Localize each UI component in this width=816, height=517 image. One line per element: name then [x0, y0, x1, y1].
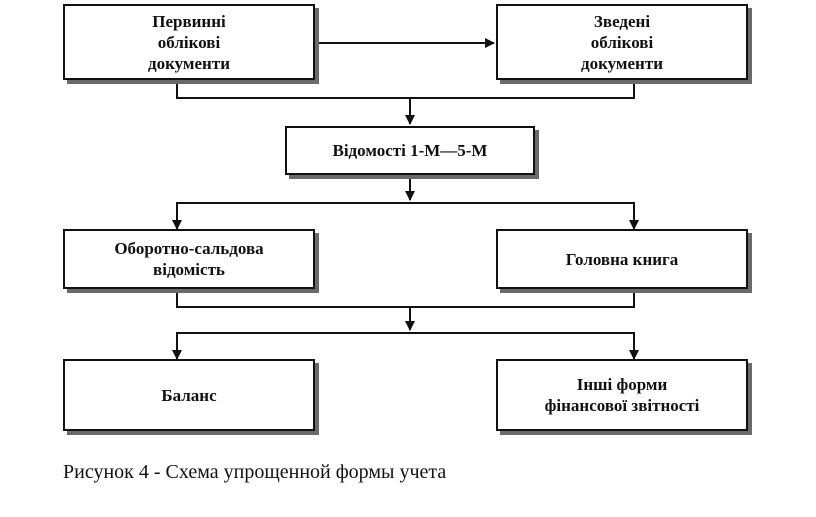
node-label-line: відомість [153, 260, 225, 279]
node-label-line: документи [148, 53, 230, 73]
connector-statements-split [176, 202, 635, 229]
node-label-line: Зведені [593, 11, 651, 31]
node-statements: Відомості 1-М—5-М [285, 126, 535, 175]
node-label-line: Інші форми [576, 375, 668, 394]
node-label-line: документи [581, 53, 663, 73]
node-label-line: Оборотно-сальдова [114, 239, 264, 258]
node-label-line: Головна книга [565, 249, 679, 269]
node-label-line: облікові [157, 32, 221, 52]
node-summary-documents: Зведені облікові документи [496, 4, 748, 80]
connector-bottom-split [176, 332, 635, 359]
node-label-line: фінансової звітності [544, 396, 700, 415]
node-label-line: Баланс [161, 385, 217, 405]
node-other-financial-forms: Інші форми фінансової звітності [496, 359, 748, 431]
node-turnover-balance: Оборотно-сальдова відомість [63, 229, 315, 289]
connector-middle-merge [176, 289, 635, 308]
node-balance: Баланс [63, 359, 315, 431]
node-label-line: Первинні [152, 11, 226, 31]
node-label-line: Відомості 1-М—5-М [332, 141, 488, 160]
figure-caption: Рисунок 4 - Схема упрощенной формы учета [63, 461, 447, 483]
node-general-ledger: Головна книга [496, 229, 748, 289]
connector-docs-merge [176, 80, 635, 99]
node-primary-documents: Первинні облікові документи [63, 4, 315, 80]
node-label-line: облікові [590, 32, 654, 52]
